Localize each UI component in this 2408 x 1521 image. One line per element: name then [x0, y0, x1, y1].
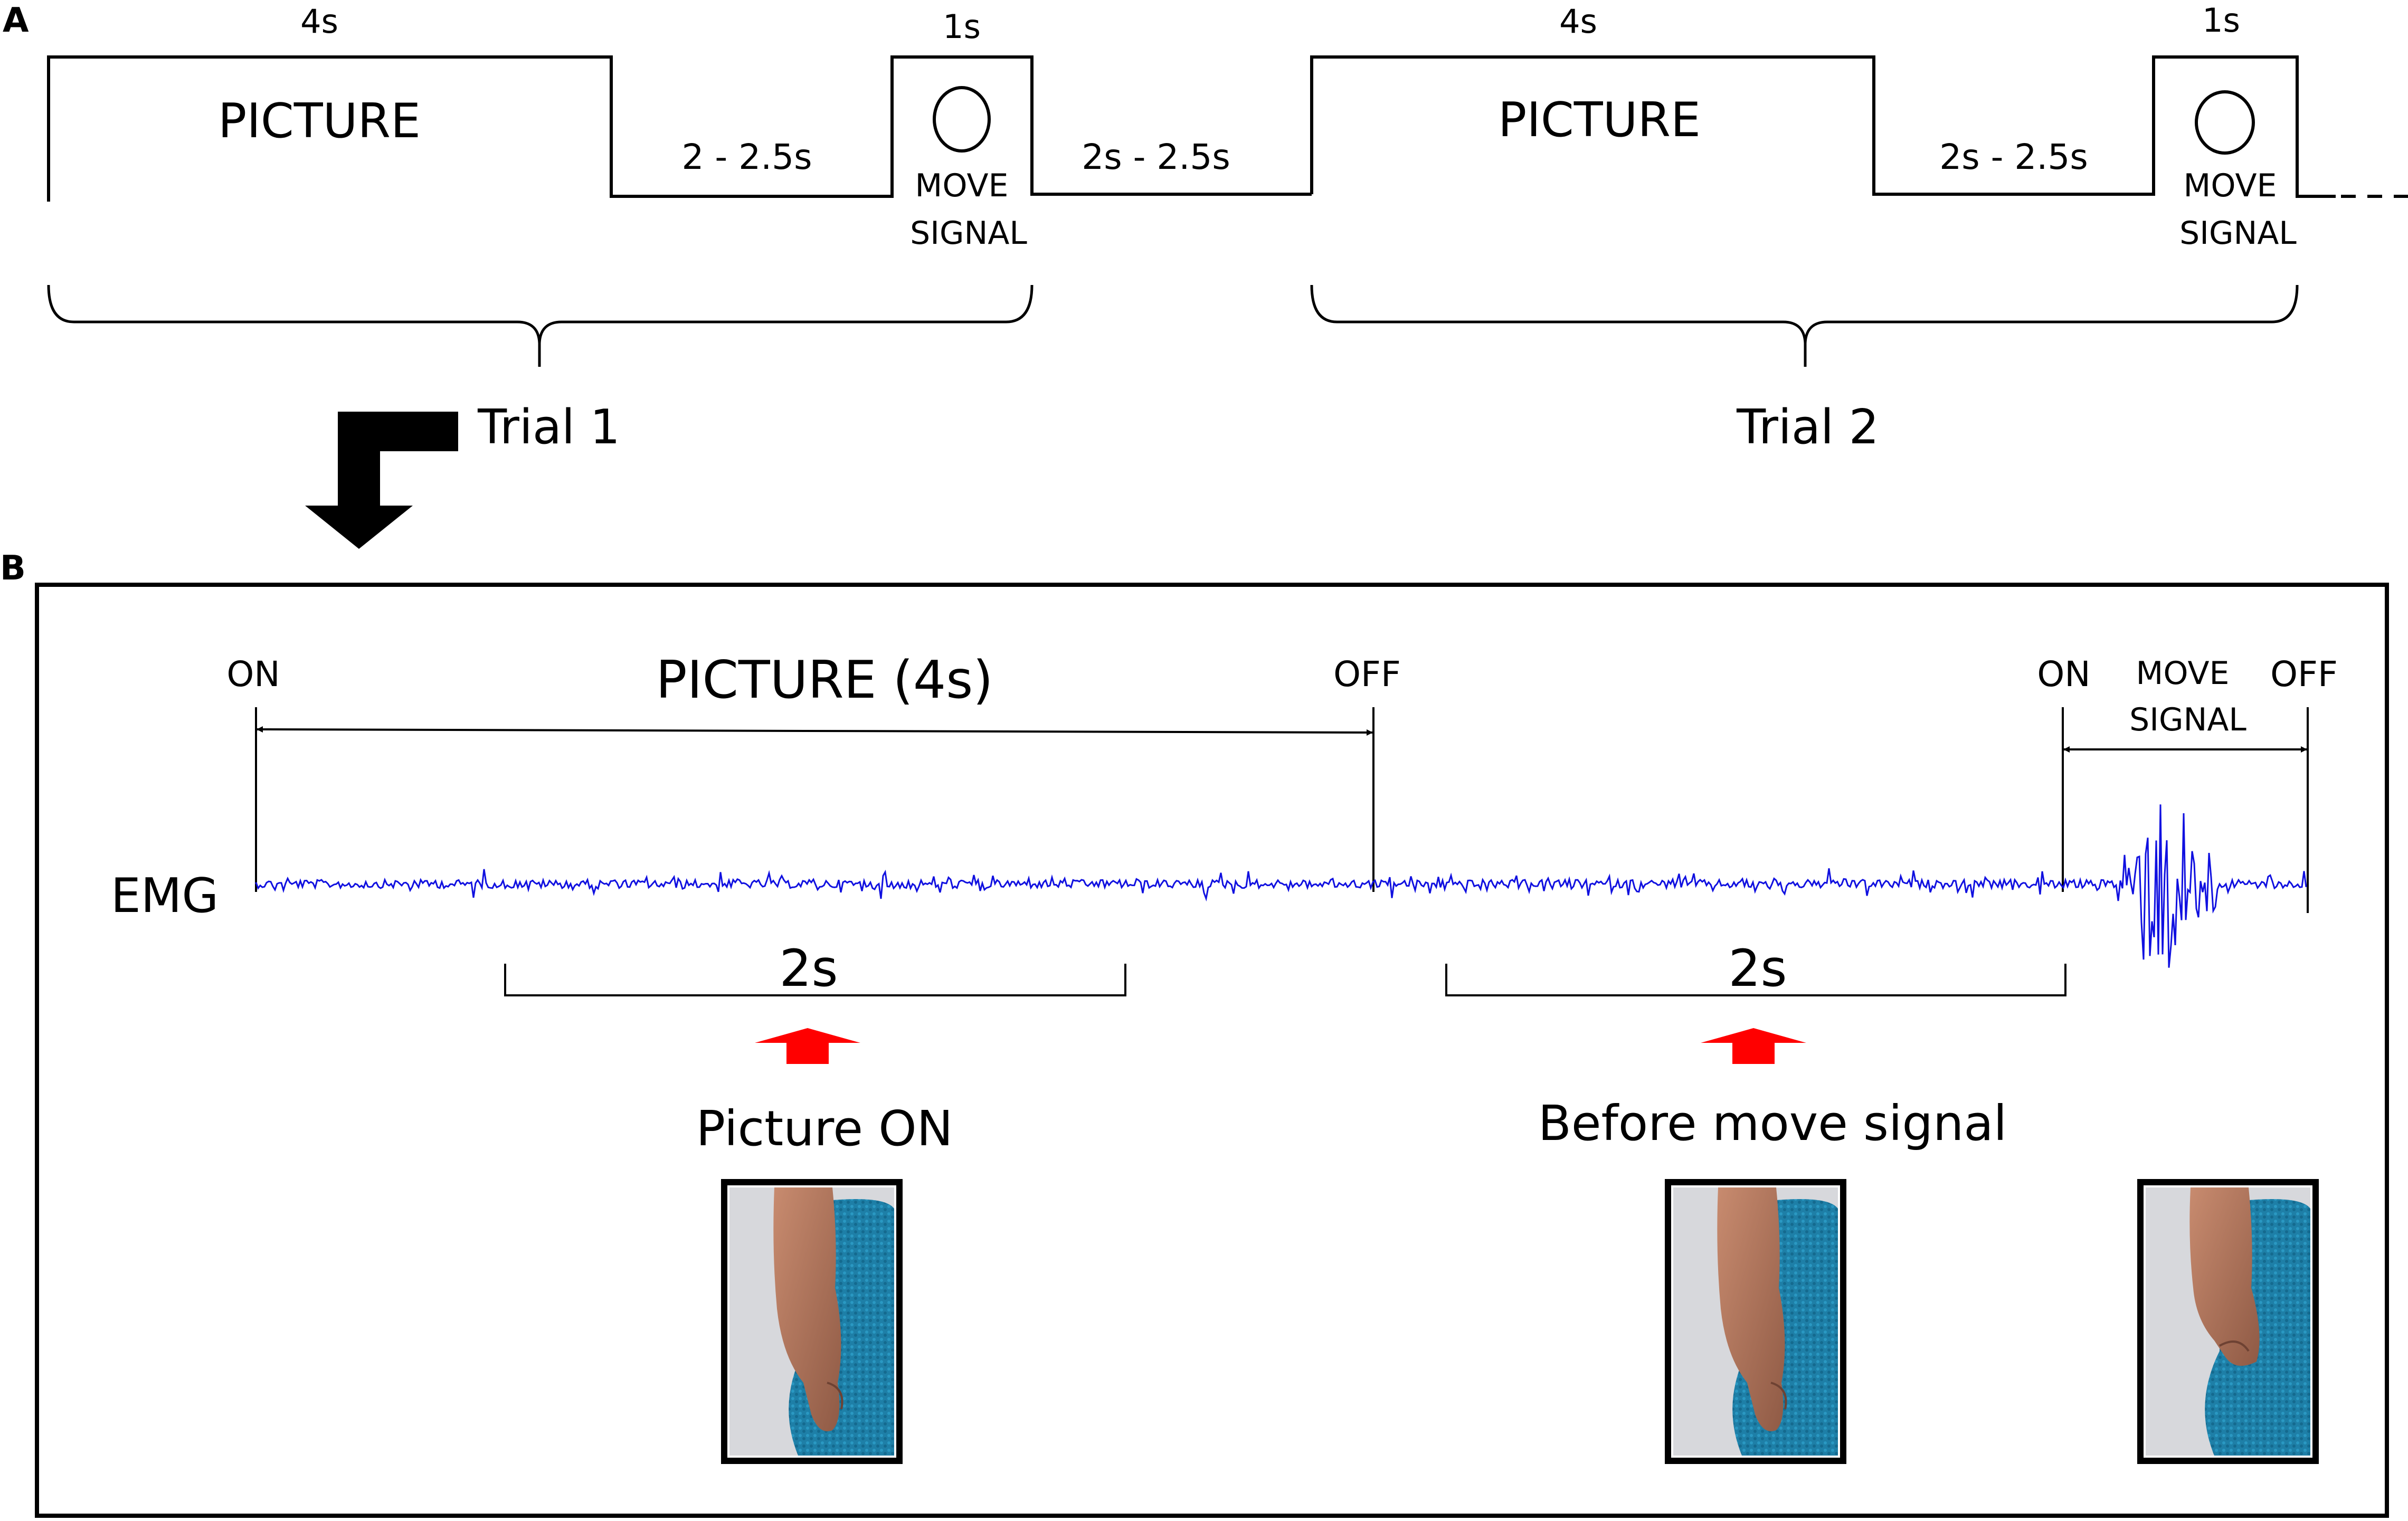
- panel-b-label: B: [0, 549, 26, 588]
- trial-2-gap1-duration: 2s - 2.5s: [1939, 137, 2088, 177]
- picture-interval-arrow: [257, 726, 1373, 736]
- panel-a-label: A: [3, 1, 29, 40]
- trial-1-picture-label: PICTURE: [218, 93, 421, 149]
- trial-1-picture-duration: 4s: [300, 2, 338, 41]
- trial-1-move-signal-icon: [933, 86, 991, 153]
- trial-1-gap2-duration: 2s - 2.5s: [1082, 137, 1230, 177]
- hand-photo-picture-on: [721, 1179, 903, 1464]
- emg-trace: [255, 804, 2307, 968]
- window-1-bracket: [504, 964, 1126, 996]
- trial-1-signal-duration: 1s: [943, 7, 981, 46]
- window-2-arrow-icon: [1701, 1028, 1806, 1064]
- window-2-duration: 2s: [1728, 939, 1787, 998]
- trial-1-brace: [47, 284, 1034, 367]
- trial-2-move-signal-icon: [2195, 90, 2255, 155]
- emg-label: EMG: [111, 868, 219, 924]
- window-1-duration: 2s: [779, 939, 838, 998]
- off-label-2: OFF: [2270, 654, 2338, 695]
- trial-1-signal-label-1: MOVE: [915, 167, 1009, 204]
- trial-2-signal-label-2: SIGNAL: [2179, 215, 2297, 252]
- zoom-arrow-icon: [305, 412, 458, 549]
- trial-2-signal-label-1: MOVE: [2184, 167, 2277, 204]
- trial-2-brace: [1310, 284, 2299, 367]
- hand-photo-before-move-signal: [1665, 1179, 1846, 1464]
- hand-photo-move-signal: [2137, 1179, 2319, 1464]
- trial-2-label: Trial 2: [1736, 400, 1879, 455]
- trial-2-timing-line: [1310, 55, 2336, 198]
- trial-1-gap1-duration: 2 - 2.5s: [681, 137, 812, 177]
- on-label-1: ON: [226, 654, 280, 695]
- off-label-1: OFF: [1333, 654, 1401, 695]
- move-signal-label-1: MOVE: [2136, 655, 2230, 692]
- picture-duration-label: PICTURE (4s): [656, 650, 993, 710]
- on-label-2: ON: [2037, 654, 2090, 695]
- move-signal-label-2: SIGNAL: [2129, 701, 2246, 738]
- trial-2-signal-duration: 1s: [2202, 1, 2240, 40]
- trial-2-picture-duration: 4s: [1559, 2, 1597, 41]
- window-2-bracket: [1445, 964, 2066, 996]
- window-1-arrow-icon: [755, 1028, 860, 1064]
- trial-2-picture-label: PICTURE: [1498, 92, 1701, 148]
- panel-b-frame: [35, 583, 2389, 1518]
- trial-1-timing-line: [47, 55, 1312, 202]
- caption-before-move-signal: Before move signal: [1538, 1095, 2007, 1152]
- trial-1-signal-label-2: SIGNAL: [910, 215, 1027, 252]
- trial-1-label: Trial 1: [477, 400, 620, 455]
- caption-picture-on: Picture ON: [696, 1100, 953, 1157]
